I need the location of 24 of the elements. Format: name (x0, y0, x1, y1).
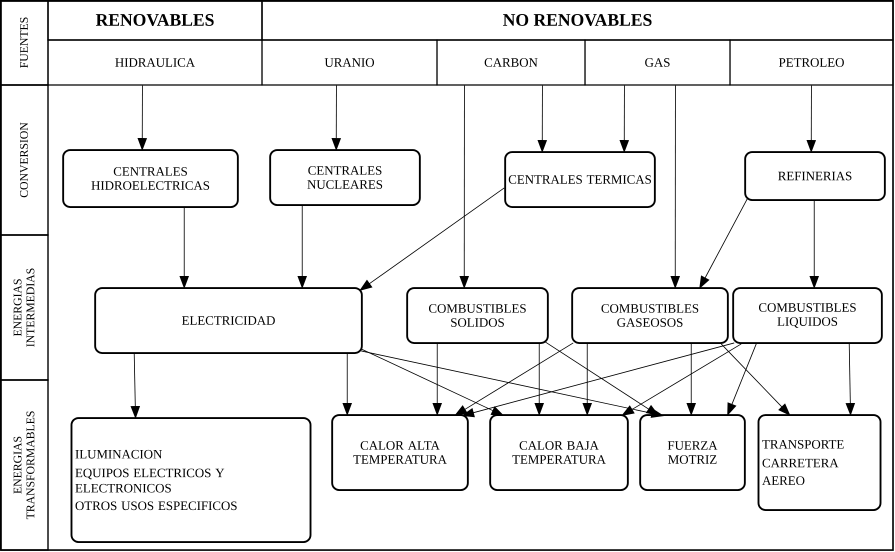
source-cell: URANIO (261, 39, 438, 86)
process-box: CALOR BAJA TEMPERATURA (489, 414, 629, 491)
use-box: ILUMINACION EQUIPOS ELECTRICOS Y ELECTRONICOS OTROS USOS ESPECIFICOS (70, 417, 312, 543)
process-box: COMBUSTIBLES GASEOSOS (571, 287, 729, 344)
process-box: REFINERIAS (744, 151, 886, 201)
source-cell: PETROLEO (729, 39, 894, 86)
process-box: CENTRALES NUCLEARES (269, 149, 421, 206)
process-box: CALOR ALTA TEMPERATURA (331, 414, 469, 491)
process-box: COMBUSTIBLES SOLIDOS (406, 287, 549, 344)
process-box: CENTRALES TERMICAS (504, 151, 656, 208)
row-label: FUENTES (0, 0, 49, 86)
process-box: ELECTRICIDAD (94, 287, 363, 354)
source-cell: GAS (584, 39, 731, 86)
row-label: ENERGIAS INTERMEDIAS (0, 234, 49, 381)
header-cell: RENOVABLES (47, 0, 263, 41)
source-cell: CARBON (436, 39, 586, 86)
process-box: FUERZA MOTRIZ (639, 414, 746, 491)
row-label: ENERGIAS TRANSFORMABLES (0, 379, 49, 551)
source-cell: HIDRAULICA (47, 39, 263, 86)
header-cell: NO RENOVABLES (261, 0, 894, 41)
process-box: CENTRALES HIDROELECTRICAS (62, 149, 239, 208)
use-box: TRANSPORTE CARRETERA AEREO (758, 414, 882, 511)
process-box: COMBUSTIBLES LIQUIDOS (732, 287, 883, 344)
row-label: CONVERSION (0, 84, 49, 236)
